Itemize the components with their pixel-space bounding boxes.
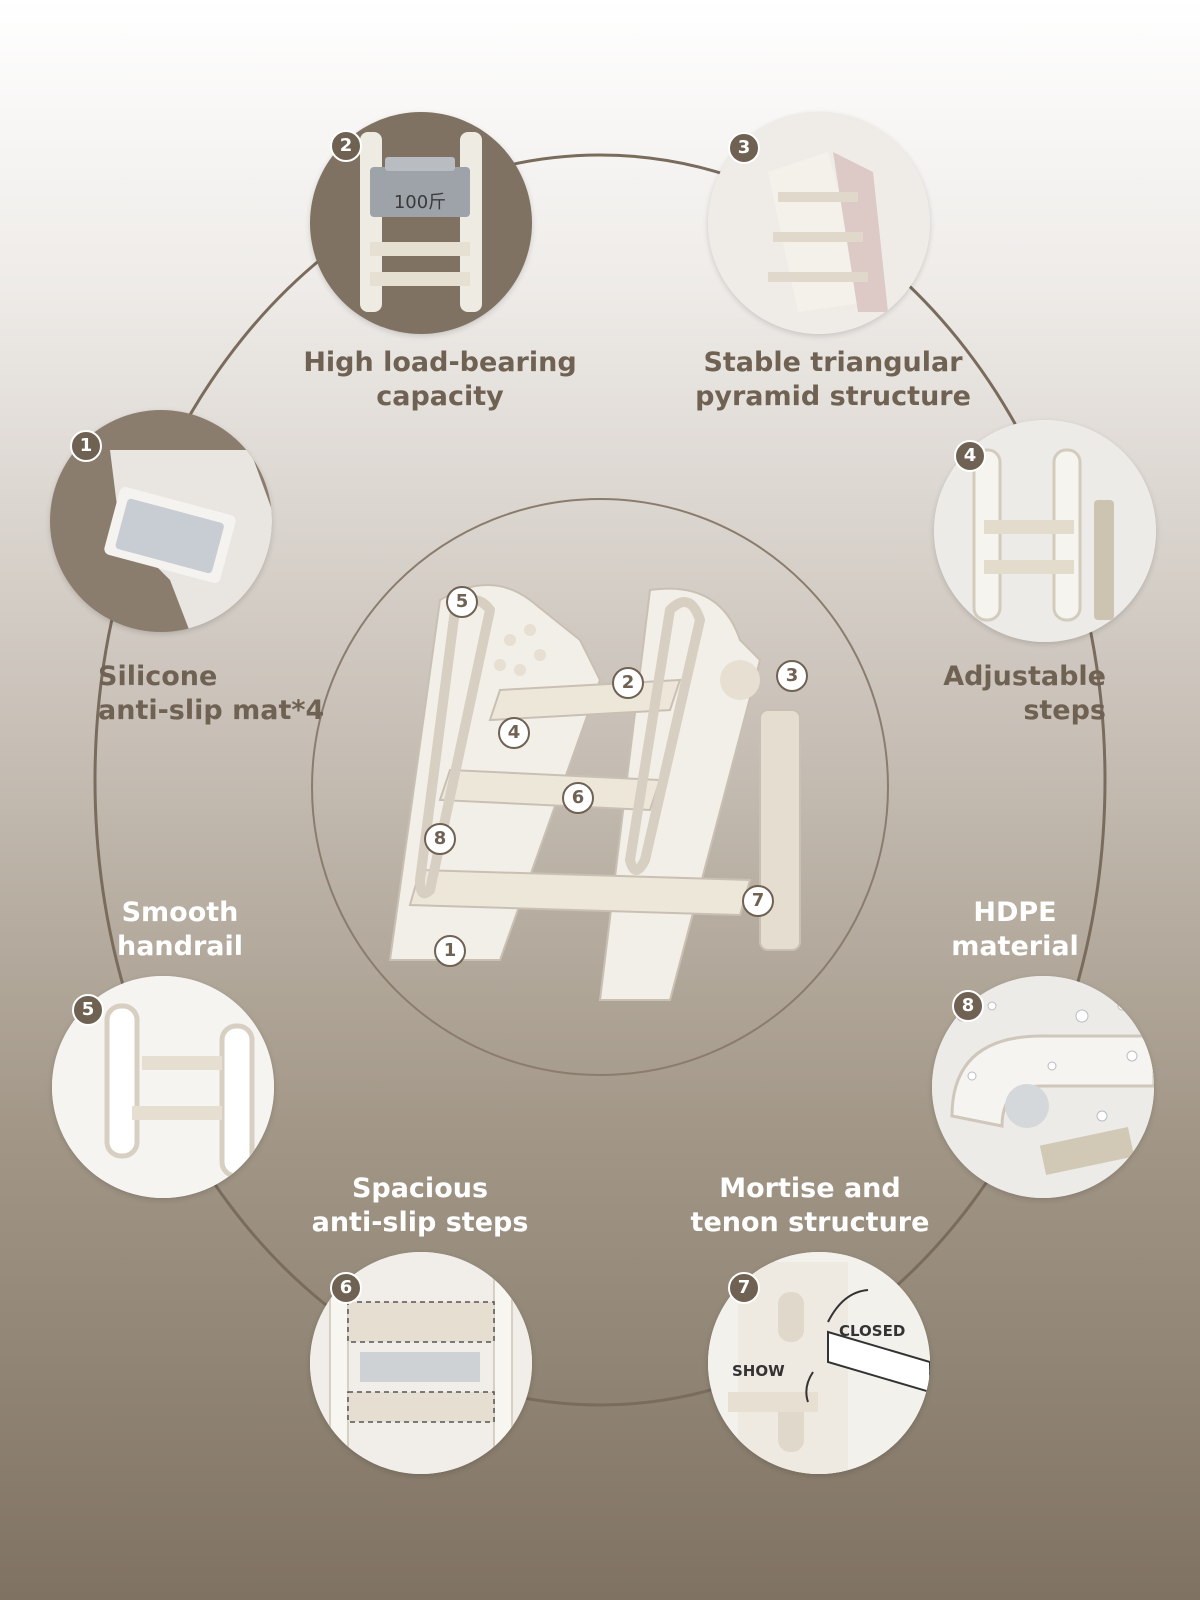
badge-4: 4 xyxy=(954,440,986,472)
show-tag: SHOW xyxy=(732,1362,785,1380)
mortise-tenon-photo xyxy=(708,1252,930,1474)
center-badge-7: 7 xyxy=(742,885,774,917)
center-badge-4: 4 xyxy=(498,717,530,749)
center-badge-2: 2 xyxy=(612,667,644,699)
badge-5: 5 xyxy=(72,994,104,1026)
weight-label: 100斤 xyxy=(394,192,446,213)
center-badge-5: 5 xyxy=(446,586,478,618)
badge-7: 7 xyxy=(728,1272,760,1304)
center-badge-3: 3 xyxy=(776,660,808,692)
badge-8: 8 xyxy=(952,990,984,1022)
center-badge-1: 1 xyxy=(434,935,466,967)
badge-2: 2 xyxy=(330,130,362,162)
badge-6: 6 xyxy=(330,1272,362,1304)
center-badge-8: 8 xyxy=(424,823,456,855)
step-stool-illustration xyxy=(388,584,801,1001)
badge-1: 1 xyxy=(70,430,102,462)
center-badge-6: 6 xyxy=(562,782,594,814)
badge-3: 3 xyxy=(728,132,760,164)
closed-tag: CLOSED xyxy=(839,1322,906,1340)
